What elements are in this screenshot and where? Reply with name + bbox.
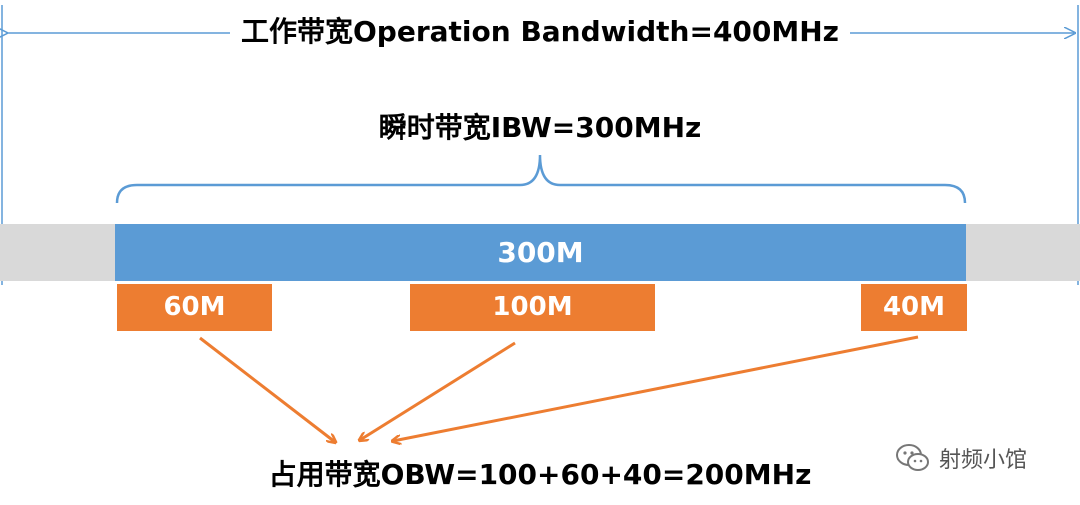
watermark-text: 射频小馆	[939, 448, 1028, 473]
obw-arrow-40m	[393, 335, 919, 441]
carrier-60m: 60M	[117, 284, 272, 331]
obw-title: 占用带宽OBW=100+60+40=200MHz	[268, 458, 812, 491]
obw-arrow-100m	[360, 341, 516, 440]
operation-bandwidth-label: 工作带宽Operation Bandwidth=400MHz	[231, 15, 849, 48]
ibw-brace	[115, 154, 967, 204]
ibw-bar: 300M	[115, 224, 966, 281]
operation-bandwidth-title: 工作带宽Operation Bandwidth=400MHz	[0, 12, 1080, 52]
wechat-icon	[896, 444, 929, 471]
ibw-title: 瞬时带宽IBW=300MHz	[378, 111, 702, 144]
obw-arrow-60m	[199, 336, 335, 442]
carrier-100m: 100M	[410, 284, 655, 331]
watermark: 射频小馆	[895, 440, 1027, 476]
carrier-40m: 40M	[861, 284, 967, 331]
